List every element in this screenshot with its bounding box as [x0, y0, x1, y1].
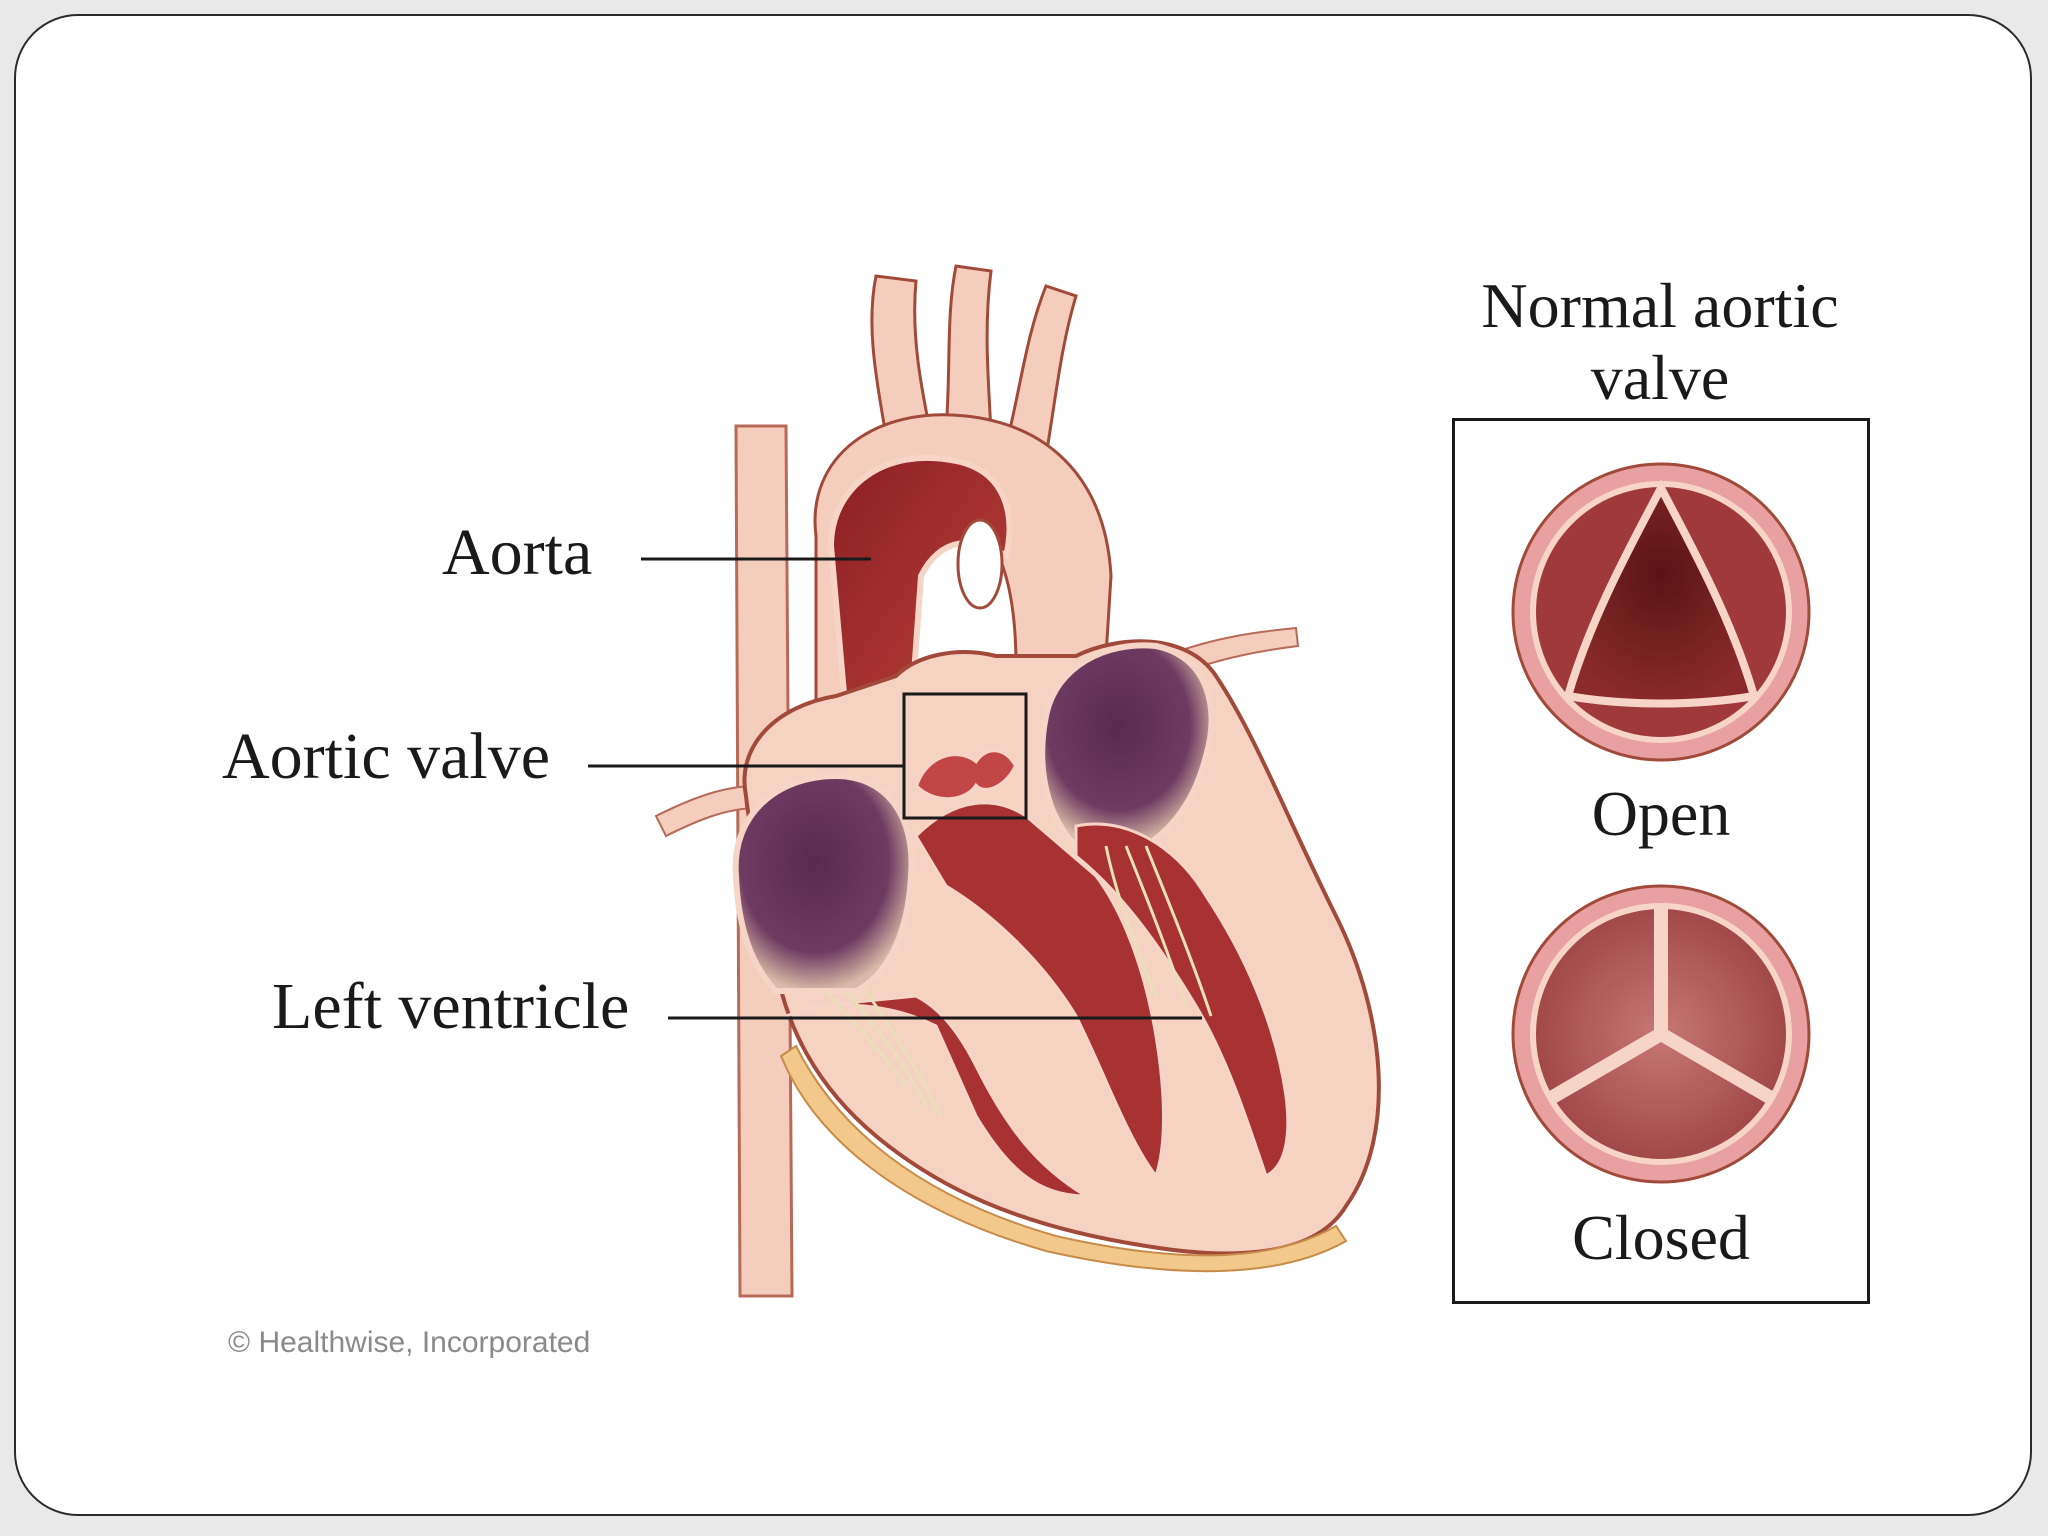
open-valve-icon: [1511, 462, 1811, 762]
panel-title: Normal aortic valve: [1410, 270, 1910, 414]
label-aorta: Aorta: [442, 516, 593, 589]
left-atrium: [1039, 642, 1215, 849]
aortic-valve-leaflets: [913, 748, 1019, 802]
pulmonary-gap: [956, 518, 1004, 610]
heart-illustration: [588, 264, 1811, 1298]
slide: Aorta Aortic valve Left ventricle Normal…: [14, 14, 2032, 1516]
label-aortic-valve: Aortic valve: [222, 720, 551, 793]
aorta-branch-2: [944, 264, 993, 433]
closed-valve-icon: [1511, 884, 1811, 1184]
right-atrium: [732, 772, 915, 994]
label-left-ventricle: Left ventricle: [272, 970, 630, 1043]
aortic-valve-highlight-box: [902, 692, 1028, 820]
copyright-notice: © Healthwise, Incorporated: [228, 1326, 591, 1359]
epicardial-fat: [779, 1044, 1348, 1273]
chordae-tendineae: [824, 845, 1213, 1117]
right-ventricle-wall: [785, 994, 1092, 1198]
aorta-lumen: [827, 454, 1013, 719]
closed-caption: Closed: [1572, 1202, 1750, 1273]
aorta-branch-1: [870, 274, 933, 438]
open-caption: Open: [1591, 778, 1731, 849]
aorta-branch-3: [1004, 284, 1078, 458]
panel-title-line-2: valve: [1590, 342, 1730, 413]
valve-panel-frame: [1452, 418, 1870, 1304]
panel-title-line-1: Normal aortic: [1481, 270, 1839, 341]
